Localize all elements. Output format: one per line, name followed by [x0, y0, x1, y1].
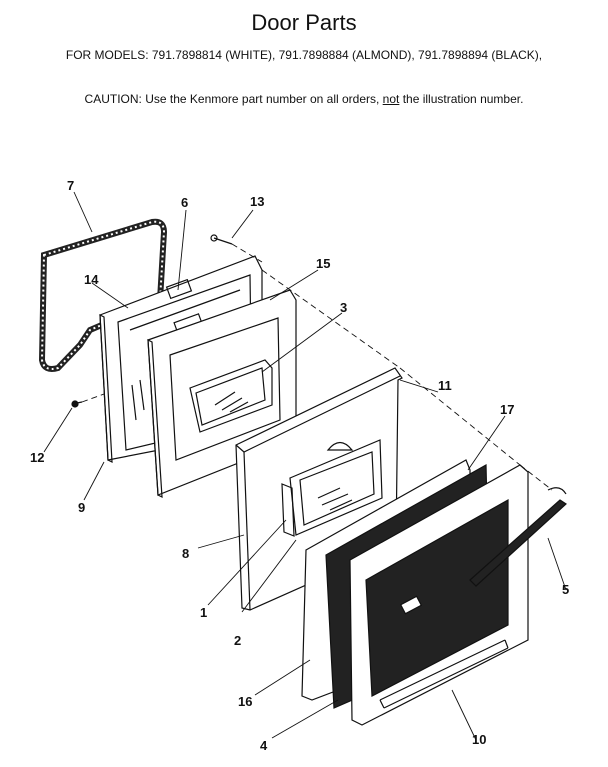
part-screw-13 — [210, 234, 233, 245]
callout-9: 9 — [78, 500, 85, 515]
caution-prefix: CAUTION: Use the Kenmore part number on … — [84, 92, 383, 106]
callout-2: 2 — [234, 633, 241, 648]
callout-4: 4 — [260, 738, 268, 753]
callout-5: 5 — [562, 582, 569, 597]
assembly-lines — [81, 243, 553, 491]
page-title: Door Parts — [251, 10, 357, 35]
part-glass-pack — [189, 359, 273, 433]
callout-1: 1 — [200, 605, 207, 620]
callout-7: 7 — [67, 178, 74, 193]
caution-suffix: the illustration number. — [399, 92, 524, 106]
callout-15: 15 — [316, 256, 330, 271]
callout-17: 17 — [500, 402, 514, 417]
callout-16: 16 — [238, 694, 252, 709]
callout-6: 6 — [181, 195, 188, 210]
callout-14: 14 — [84, 272, 99, 287]
callout-10: 10 — [472, 732, 486, 747]
models-line: FOR MODELS: 791.7898814 (WHITE), 791.789… — [65, 48, 543, 62]
callout-13: 13 — [250, 194, 264, 209]
part-handle — [469, 487, 567, 587]
callout-3: 3 — [340, 300, 347, 315]
caution-line: CAUTION: Use the Kenmore part number on … — [0, 92, 608, 106]
callout-labels: 7 6 13 14 15 3 12 11 17 9 8 5 1 2 16 4 1… — [30, 178, 569, 753]
callout-8: 8 — [182, 546, 189, 561]
callout-11: 11 — [438, 378, 452, 393]
leader-lines — [43, 191, 567, 741]
part-outer-door — [349, 464, 529, 726]
part-screw-12 — [71, 400, 83, 408]
caution-not: not — [382, 92, 400, 106]
part-gasket — [38, 218, 168, 372]
callout-12: 12 — [30, 450, 44, 465]
